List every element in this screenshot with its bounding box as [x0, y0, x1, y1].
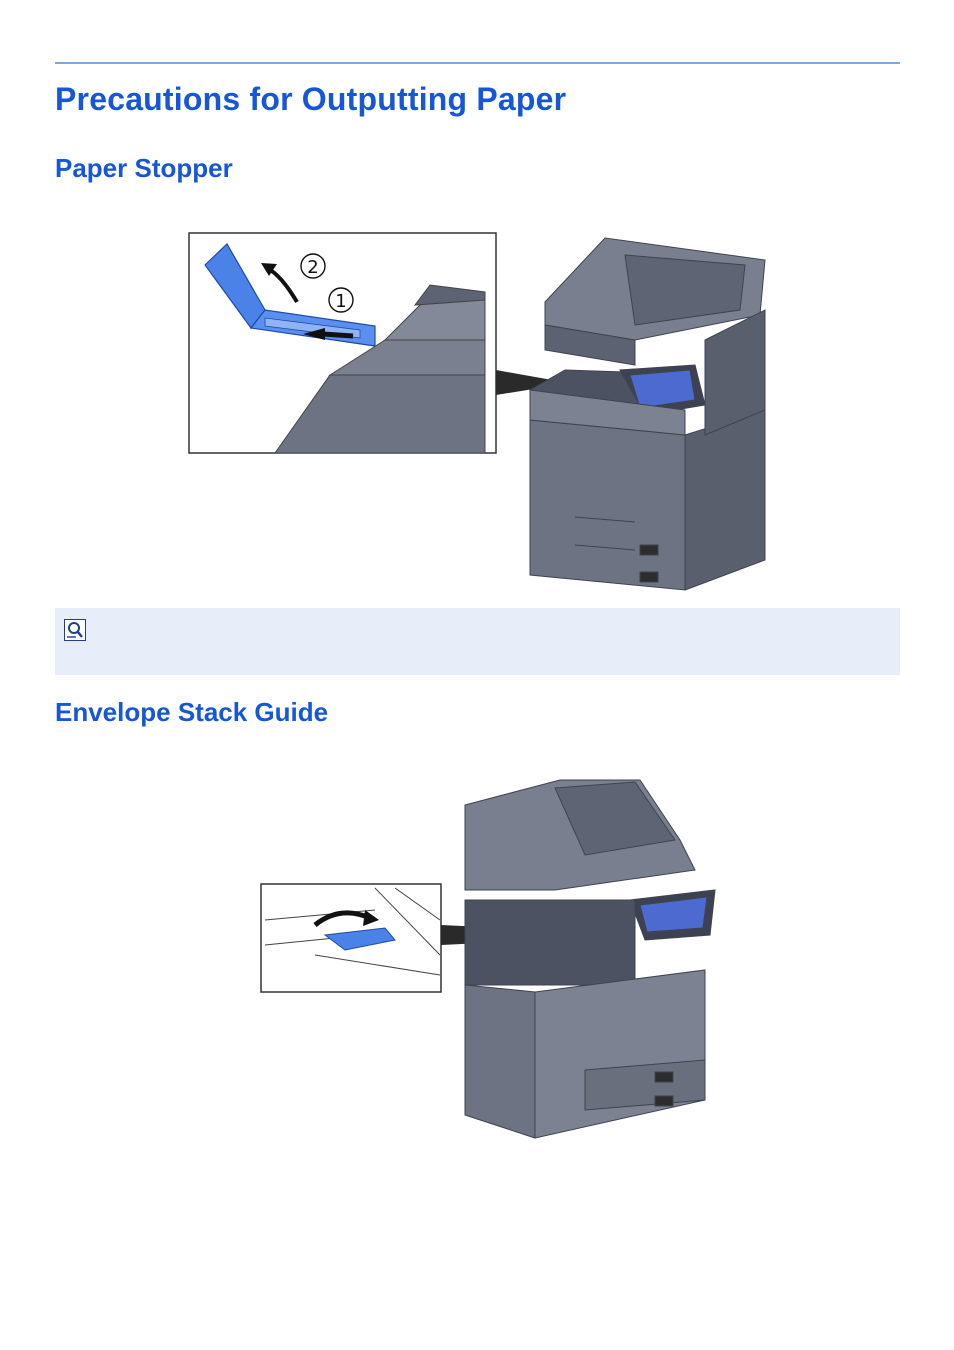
- svg-text:1: 1: [335, 291, 346, 312]
- envelope-guide-part: [323, 927, 396, 951]
- svg-text:2: 2: [307, 257, 318, 278]
- printer-machine: [464, 779, 716, 1139]
- note-magnifier-icon: [64, 619, 86, 641]
- push-arrow: [303, 328, 325, 340]
- section-heading-envelope-stack-guide: Envelope Stack Guide: [55, 697, 329, 727]
- step-marker-1: [328, 287, 354, 313]
- note-box: [55, 608, 900, 675]
- page-title: Precautions for Outputting Paper: [55, 81, 567, 117]
- envelope-stack-guide-illustration: [260, 779, 716, 1139]
- header-rule: [55, 62, 900, 64]
- section-heading-paper-stopper: Paper Stopper: [55, 153, 233, 183]
- printer-machine: [529, 237, 766, 591]
- step-marker-2: [300, 253, 326, 279]
- paper-stopper-illustration: 2 1: [188, 232, 766, 591]
